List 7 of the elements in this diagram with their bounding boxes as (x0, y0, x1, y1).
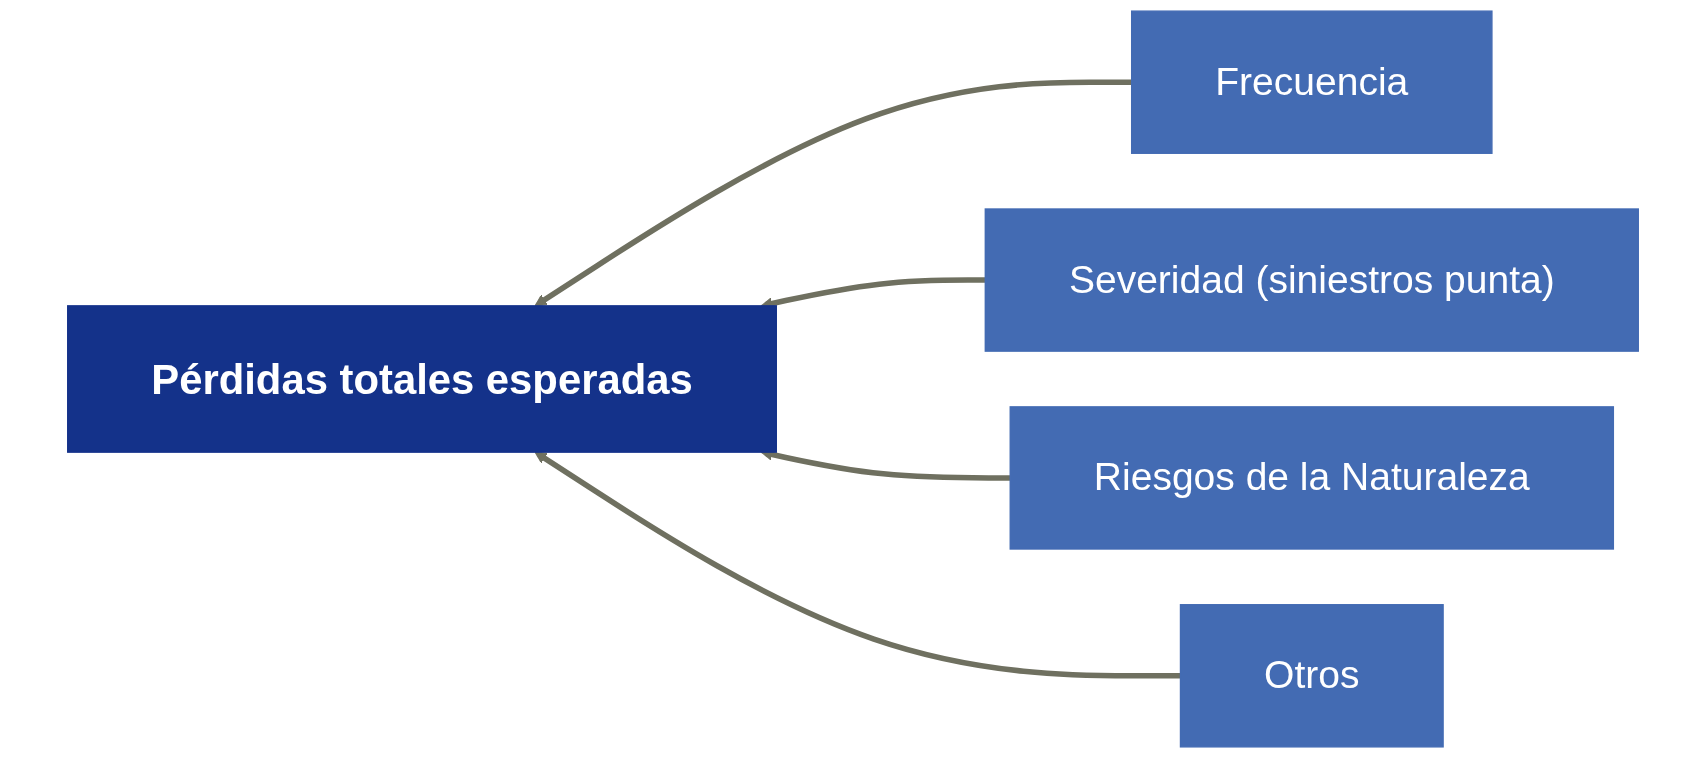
node-box: Severidad (siniestros punta) (984, 208, 1639, 352)
arrow (534, 451, 1181, 679)
node-box: Otros (1179, 604, 1444, 748)
arrow (534, 79, 1132, 307)
node-box: Riesgos de la Naturaleza (1009, 406, 1615, 550)
node-box: Frecuencia (1131, 10, 1493, 154)
node-box: Pérdidas totales esperadas (67, 305, 777, 453)
